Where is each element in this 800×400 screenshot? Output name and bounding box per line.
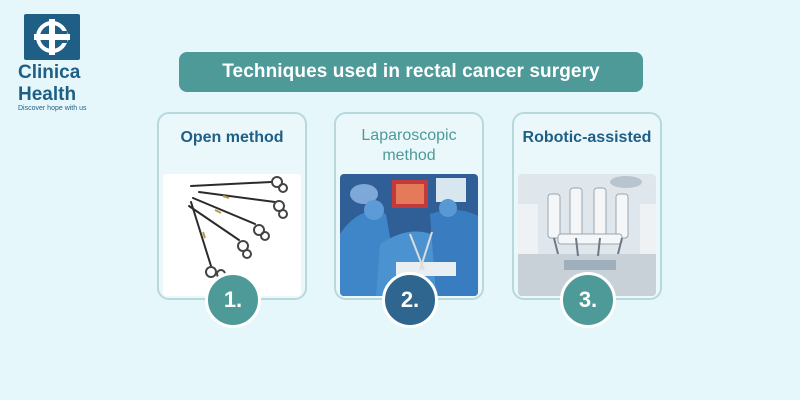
clinica-health-logo: Clinica Health Discover hope with us xyxy=(18,14,90,112)
step-number: 2. xyxy=(400,287,420,312)
logo-mark-icon xyxy=(24,14,80,60)
logo-tagline: Discover hope with us xyxy=(18,105,87,112)
step-number: 3. xyxy=(578,287,598,312)
logo-name-line1: Clinica xyxy=(18,62,81,83)
operating-room-image xyxy=(340,174,478,296)
card-open-method: Open method xyxy=(157,112,307,300)
step-number: 1. xyxy=(223,287,243,312)
card-laparoscopic-method: Laparoscopic method xyxy=(334,112,484,300)
card-label-line2: method xyxy=(382,147,436,164)
step-badge-3: 3. xyxy=(560,272,616,328)
surgical-instruments-image xyxy=(163,174,301,296)
card-label: Robotic-assisted xyxy=(522,129,652,146)
step-badge-1: 1. xyxy=(205,272,261,328)
card-label: Open method xyxy=(180,129,284,146)
card-label: Laparoscopic method xyxy=(336,126,482,166)
logo-name-line2: Health xyxy=(18,84,77,105)
page-title: Techniques used in rectal cancer surgery xyxy=(179,52,643,92)
card-label-line1: Laparoscopic xyxy=(361,127,457,144)
page-title-text: Techniques used in rectal cancer surgery xyxy=(222,61,600,82)
step-badge-2: 2. xyxy=(382,272,438,328)
